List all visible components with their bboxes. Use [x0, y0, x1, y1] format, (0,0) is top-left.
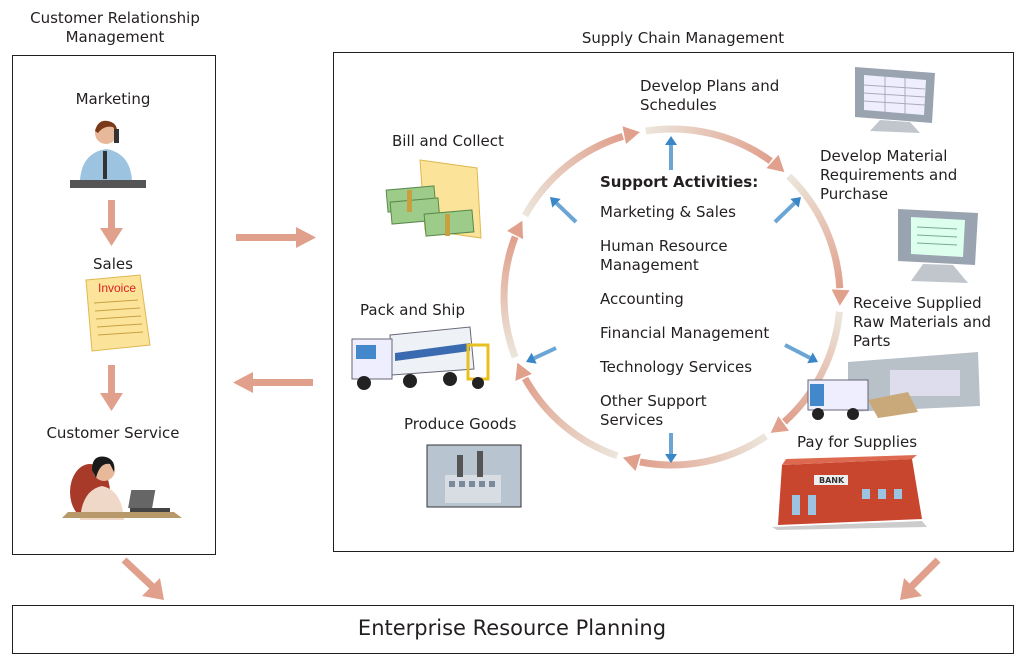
step-produce-goods: Produce Goods — [404, 415, 517, 433]
support-arrowhead — [665, 454, 677, 463]
support-item: Other Support Services — [600, 392, 707, 429]
support-item: Accounting — [600, 290, 684, 308]
warehouse-truck-icon — [807, 352, 980, 420]
crm-title: Customer Relationship Management — [30, 9, 200, 46]
arrow-scm-to-erp — [900, 557, 941, 600]
arrow-crm-to-scm — [236, 227, 316, 248]
support-arrowhead — [526, 352, 537, 364]
support-arrowhead — [790, 197, 801, 208]
money-bills-icon — [385, 159, 482, 239]
support-arrow — [773, 201, 796, 224]
cycle-arrowhead — [515, 362, 532, 381]
cycle-arc — [639, 433, 768, 469]
computer-material-icon — [898, 209, 978, 283]
support-arrowhead — [807, 352, 818, 364]
step-bill-collect: Bill and Collect — [392, 132, 504, 150]
cycle-arrowhead — [622, 453, 641, 471]
cycle-arrowhead — [507, 220, 524, 240]
support-title: Support Activities: — [600, 173, 759, 191]
customer-service-label: Customer Service — [46, 424, 180, 442]
support-arrow — [533, 346, 557, 361]
cycle-arc — [645, 125, 773, 164]
step-pay-supplies: Pay for Supplies — [797, 433, 918, 451]
marketing-label: Marketing — [75, 90, 151, 108]
cycle-arc — [522, 132, 624, 218]
step-develop-material: Develop Material Requirements and Purcha… — [820, 147, 958, 203]
truck-icon — [351, 326, 490, 390]
step-pack-ship: Pack and Ship — [360, 301, 465, 319]
invoice-text: Invoice — [98, 281, 136, 295]
customer-service-person-icon — [62, 456, 182, 520]
support-arrowhead — [550, 197, 561, 208]
support-item: Marketing & Sales — [600, 203, 736, 221]
support-arrow — [784, 343, 811, 360]
invoice-icon: Invoice — [85, 274, 151, 352]
cycle-arrowhead — [831, 289, 850, 306]
support-activities: Support Activities: Marketing & Sales Hu… — [600, 173, 780, 430]
cycle-arrowhead — [622, 126, 640, 144]
support-item: Human Resource Management — [600, 237, 728, 274]
arrow-scm-to-crm — [233, 372, 313, 393]
cycle-arc — [786, 173, 844, 289]
sales-label: Sales — [93, 255, 133, 273]
flow-arrow-down — [100, 365, 123, 411]
step-develop-plans: Develop Plans and Schedules — [640, 77, 780, 114]
factory-icon — [426, 444, 522, 508]
computer-plans-icon — [855, 67, 935, 133]
cycle-arc — [500, 235, 519, 359]
support-arrow — [555, 201, 578, 224]
scm-title: Supply Chain Management — [581, 29, 785, 47]
erp-box — [12, 605, 1014, 654]
cycle-arc — [522, 376, 619, 460]
support-item: Technology Services — [600, 358, 753, 376]
support-arrowhead — [665, 136, 677, 145]
erp-title: Enterprise Resource Planning — [357, 616, 667, 640]
cycle-arc — [782, 311, 843, 425]
bank-building-icon: BANK — [772, 455, 927, 530]
arrow-crm-to-erp — [121, 557, 164, 600]
step-receive-materials: Receive Supplied Raw Materials and Parts — [853, 294, 992, 350]
flow-arrow-down — [100, 200, 123, 246]
bank-sign: BANK — [819, 476, 845, 485]
marketing-person-icon — [70, 120, 146, 188]
support-item: Financial Management — [600, 324, 770, 342]
cycle-arrowhead — [770, 416, 789, 433]
cycle-arrowhead — [766, 154, 785, 173]
